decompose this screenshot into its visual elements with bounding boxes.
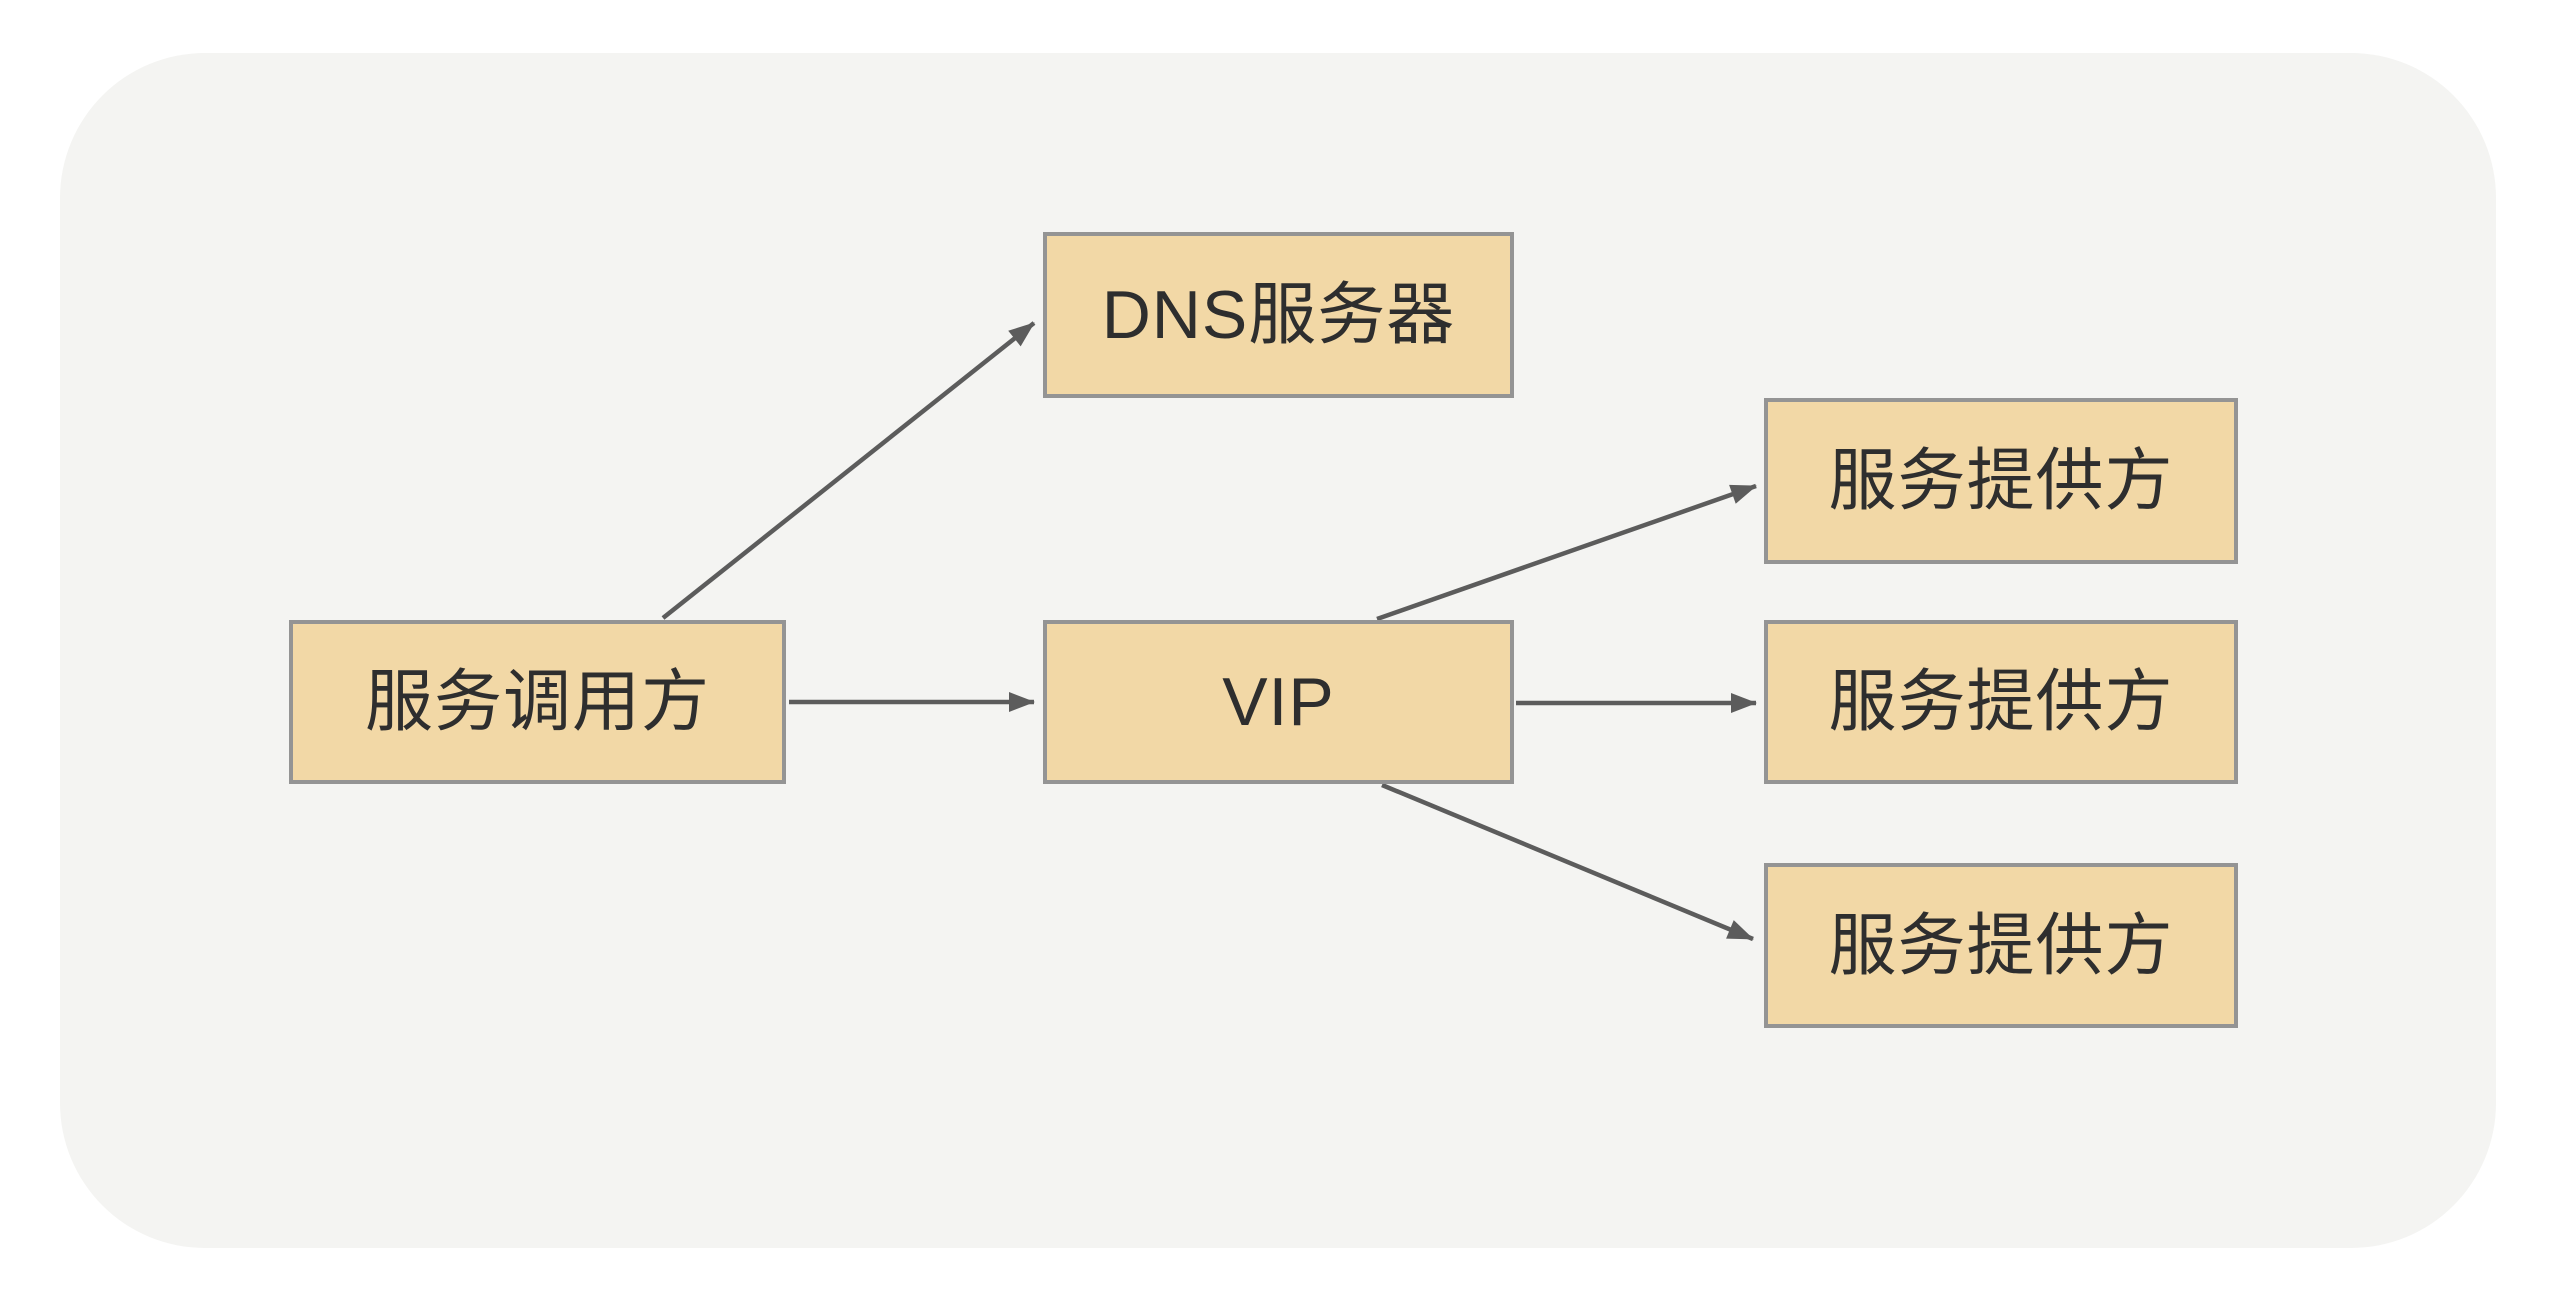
node-service-provider-1: 服务提供方 xyxy=(1764,398,2238,564)
node-service-provider-3: 服务提供方 xyxy=(1764,863,2238,1028)
node-service-caller: 服务调用方 xyxy=(289,620,786,784)
node-service-provider-2: 服务提供方 xyxy=(1764,620,2238,784)
node-dns-server: DNS服务器 xyxy=(1043,232,1514,398)
node-vip: VIP xyxy=(1043,620,1514,784)
